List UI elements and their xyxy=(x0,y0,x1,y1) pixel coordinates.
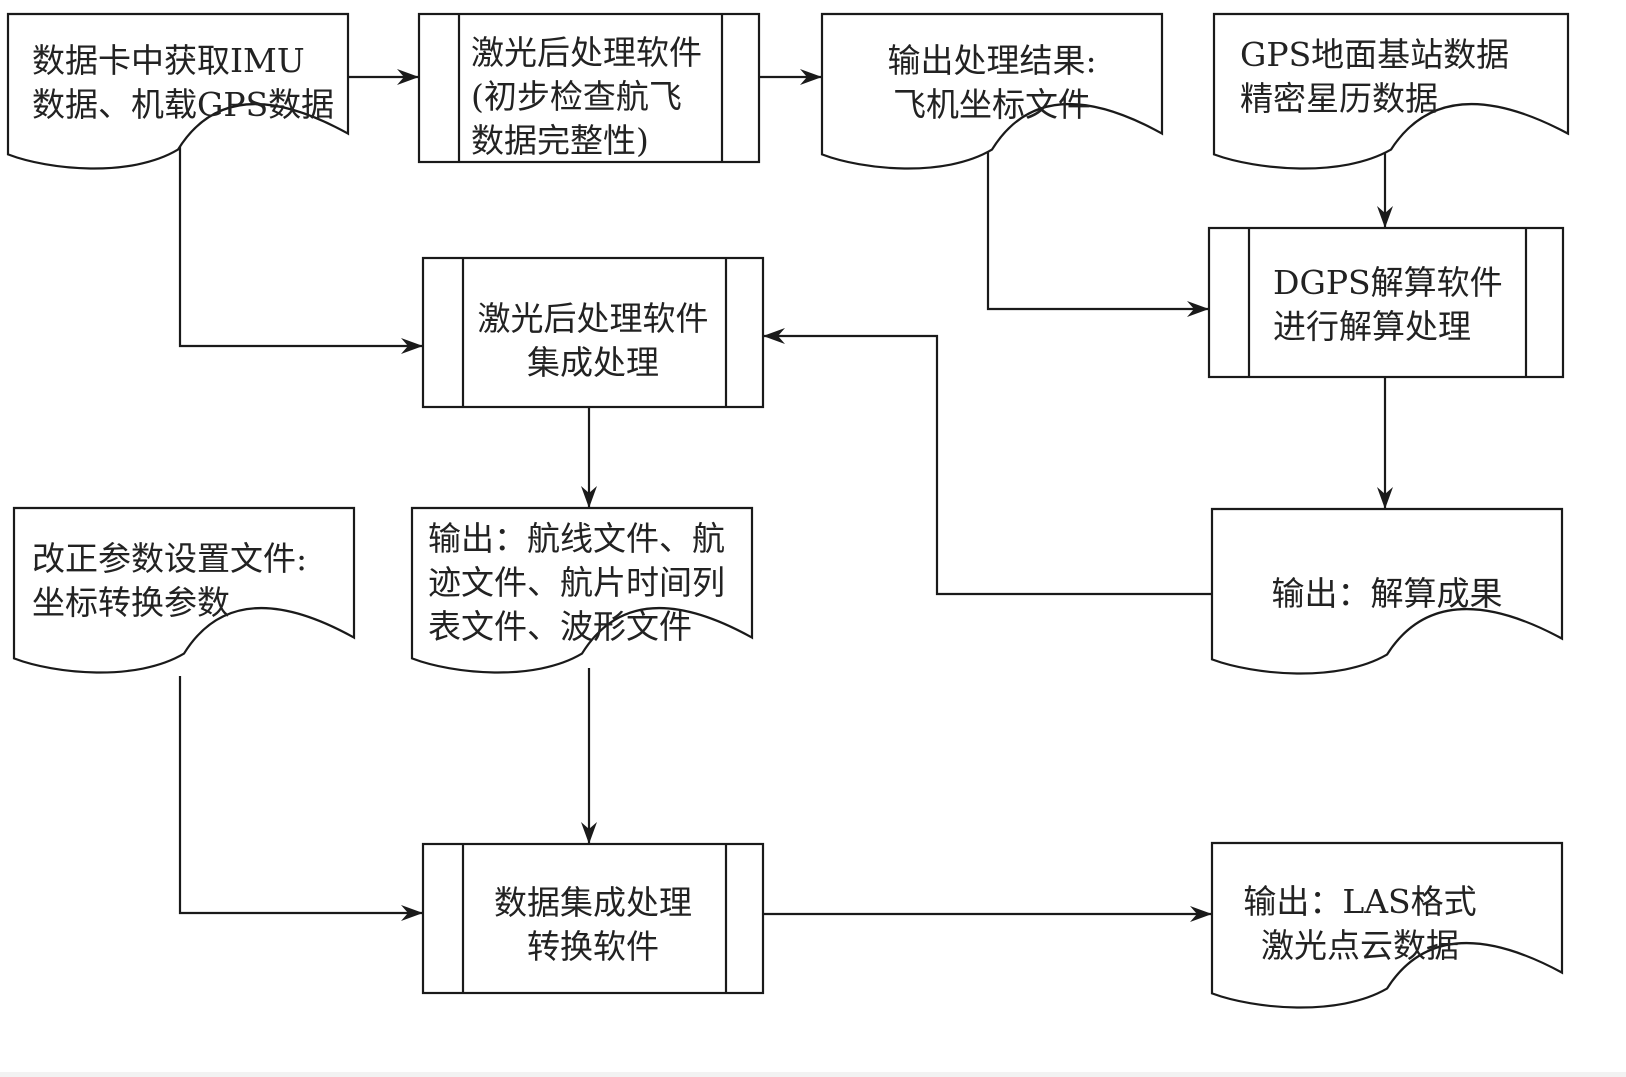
node-label-line: 激光后处理软件 xyxy=(478,299,709,338)
arrowhead-icon xyxy=(581,486,597,508)
edge-n1-n2 xyxy=(348,69,419,85)
connector-line xyxy=(986,142,1209,311)
arrowhead-icon xyxy=(397,69,419,85)
node-label-line: DGPS解算软件 xyxy=(1273,263,1503,302)
nodes-layer: 数据卡中获取IMU数据、机载GPS数据激光后处理软件(初步检查航飞数据完整性)输… xyxy=(6,12,1570,1009)
edge-n4-n6 xyxy=(1377,142,1393,228)
node-label-line: (初步检查航飞 xyxy=(471,77,682,116)
edge-n9-n5 xyxy=(763,328,1212,596)
arrowhead-icon xyxy=(1187,301,1209,317)
node-label-line: 激光点云数据 xyxy=(1261,926,1459,965)
edge-n10-n11 xyxy=(763,906,1212,922)
node-label-line: 表文件、波形文件 xyxy=(428,607,692,646)
node-label-line: 坐标转换参数 xyxy=(32,583,230,622)
process-box-shape xyxy=(421,256,765,409)
edge-n6-n9 xyxy=(1377,377,1393,509)
node-label-line: 输出：航线文件、航 xyxy=(428,519,725,558)
edge-n7-n10 xyxy=(178,676,423,921)
process-box-shape xyxy=(417,12,761,164)
edge-n5-n8 xyxy=(581,407,597,508)
edges-layer xyxy=(178,69,1393,922)
flow-node-n1-document: 数据卡中获取IMU 数据、机载GPS数据 xyxy=(6,12,350,170)
node-label-line: 数据完整性) xyxy=(471,121,649,160)
arrowhead-icon xyxy=(1377,487,1393,509)
arrowhead-icon xyxy=(763,328,785,344)
process-box-shape xyxy=(1207,226,1565,379)
document-shape xyxy=(1212,12,1570,170)
edge-n2-n3 xyxy=(759,69,822,85)
edge-n8-n10 xyxy=(581,668,597,844)
process-box-shape xyxy=(421,842,765,995)
node-label-line: 数据卡中获取IMU xyxy=(32,41,305,80)
edge-n3-n6 xyxy=(986,142,1209,317)
node-label-line: 转换软件 xyxy=(527,927,659,966)
connector-line xyxy=(178,142,423,348)
connector-line xyxy=(178,676,423,915)
arrowhead-icon xyxy=(1190,906,1212,922)
arrowhead-icon xyxy=(1377,206,1393,228)
arrowhead-icon xyxy=(401,338,423,354)
flow-node-n9-document: 输出：解算成果 xyxy=(1210,507,1564,675)
document-shape xyxy=(1210,841,1564,1009)
edge-n1-n5 xyxy=(178,142,423,354)
node-label-line: GPS地面基站数据 xyxy=(1240,35,1509,74)
arrowhead-icon xyxy=(401,905,423,921)
node-label-line: 迹文件、航片时间列 xyxy=(428,563,725,602)
node-label-line: 进行解算处理 xyxy=(1273,307,1471,346)
document-shape xyxy=(410,506,754,674)
node-label-line: 数据集成处理 xyxy=(494,883,692,922)
connector-line xyxy=(763,334,1212,596)
node-label-line: 输出：LAS格式 xyxy=(1243,882,1476,921)
node-label-line: 集成处理 xyxy=(527,343,659,382)
document-shape xyxy=(12,506,356,674)
node-label-line: 改正参数设置文件: xyxy=(32,539,307,578)
node-label-line: 输出处理结果: xyxy=(887,41,1096,80)
flow-node-n3-document: 输出处理结果: 飞机坐标文件 xyxy=(820,12,1164,170)
node-label-line: 激光后处理软件 xyxy=(471,33,702,72)
document-shape xyxy=(6,12,350,170)
node-label-line: 输出：解算成果 xyxy=(1272,574,1503,613)
node-label-line: 精密星历数据 xyxy=(1240,79,1438,118)
node-label-line: 数据、机载GPS数据 xyxy=(32,85,334,124)
document-shape xyxy=(1210,507,1564,675)
bottom-band xyxy=(0,1072,1626,1077)
document-shape xyxy=(820,12,1164,170)
arrowhead-icon xyxy=(800,69,822,85)
arrowhead-icon xyxy=(581,822,597,844)
flow-node-n7-document: 改正参数设置文件: 坐标转换参数 xyxy=(12,506,356,674)
node-label-line: 飞机坐标文件 xyxy=(893,85,1091,124)
